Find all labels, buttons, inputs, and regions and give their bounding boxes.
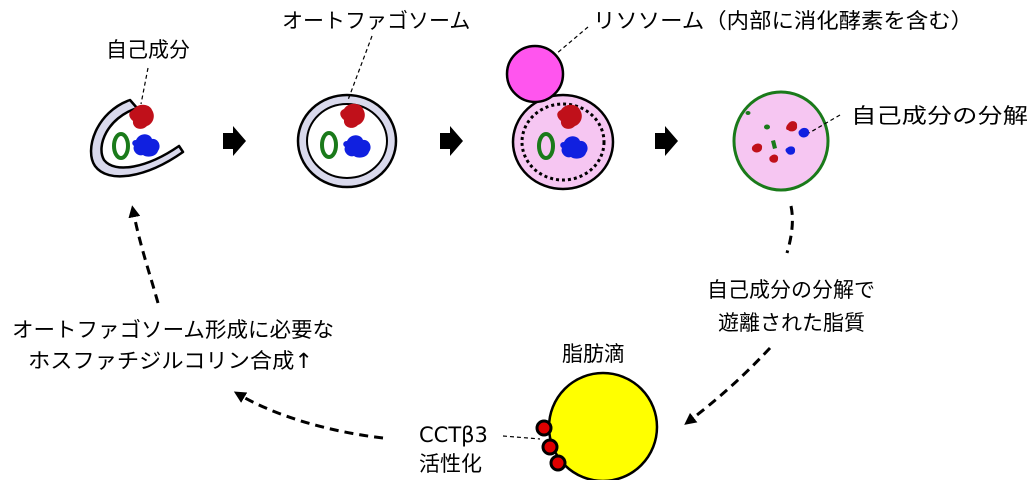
leader-line [502,435,541,440]
label-cct: CCTβ3 [419,423,488,447]
phagophore-membrane [89,98,185,178]
label-released-lipid-2: 遊離された脂質 [718,311,865,335]
label-self-components: 自己成分 [106,38,190,62]
progress-arrow [655,126,678,156]
stage-autophagosome [296,93,398,189]
mitochondrion-shape [112,132,130,160]
lipid-droplet-group [535,371,659,480]
cycle-arrow-to-droplet [684,346,772,425]
label-synthesis-2: ホスファチジルコリン合成↑ [28,349,313,373]
lysosome-shape [505,44,565,104]
fragment-shape [745,111,751,115]
progress-arrow [223,126,246,156]
label-lysosome: リソソーム（内部に消化酵素を含む） [593,9,973,33]
fragment-shape [771,140,777,149]
fragment-shape [786,121,798,132]
stage-degradation [732,90,830,192]
label-cct-activation: 活性化 [419,452,482,476]
fragment-shape [785,146,796,155]
fragment-shape [751,143,763,153]
label-lipid-droplet: 脂肪滴 [562,342,625,366]
blue-organelle-shape [132,134,160,157]
label-released-lipid-1: 自己成分の分解で [707,278,875,302]
red-organelle-shape [340,103,365,128]
mitochondrion-shape [320,131,338,159]
label-degradation: 自己成分の分解 [851,104,1028,128]
fragment-shape [798,127,810,138]
leader-line [808,114,841,134]
red-organelle-shape [129,104,154,129]
cycle-arrow-to-synthesis [233,391,384,440]
cycle-arrow-down [785,205,794,254]
leader-line [140,67,149,105]
leader-line [347,35,373,101]
cct-enzyme-marker [541,438,559,456]
mitochondrion-shape [537,132,555,160]
stage-fusion [505,44,615,191]
fragment-shape [764,124,770,130]
cct-enzyme-marker [535,419,553,437]
red-organelle-shape [557,104,582,129]
blue-organelle-shape [560,136,588,159]
stage-phagophore [89,98,185,178]
blue-organelle-shape [343,135,371,158]
label-autophagosome: オートファゴソーム [282,9,470,33]
autolysosome-shape [732,90,830,192]
label-synthesis-1: オートファゴソーム形成に必要な [12,318,334,342]
fusing-vesicle-inner-dotted [520,102,606,182]
cycle-arrow-up [128,205,160,304]
leader-line [555,26,589,55]
fragment-shape [769,154,779,163]
cct-enzyme-marker [549,454,567,472]
progress-arrow [440,126,463,156]
